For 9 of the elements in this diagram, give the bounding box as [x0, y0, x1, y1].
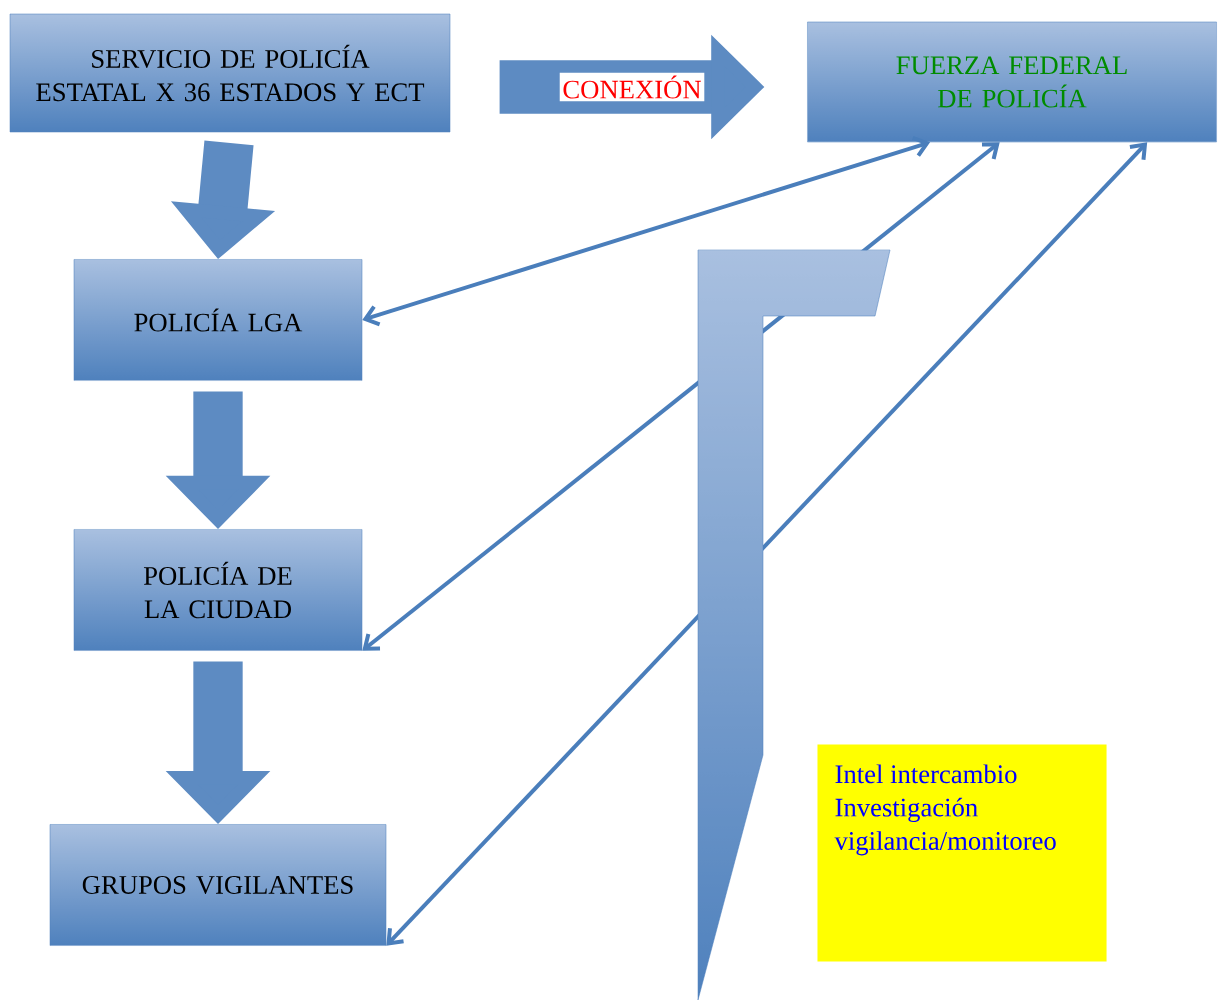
process-box: POLICÍA DE LA CIUDAD — [73, 529, 363, 651]
double-arrow — [386, 142, 1148, 946]
process-box: POLICÍA LGA — [73, 259, 363, 381]
process-box: FUERZA FEDERAL DE POLICÍA — [807, 21, 1217, 143]
process-box: SERVICIO DE POLICÍA ESTATAL X 36 ESTADOS Y ECT — [9, 13, 451, 133]
process-box: GRUPOS VIGILANTES — [49, 824, 387, 946]
edge-label: CONEXIÓN — [559, 72, 705, 102]
double-arrow — [362, 136, 931, 327]
note-box: Intel intercambio Investigación vigilancia/monitoreo — [817, 744, 1107, 962]
